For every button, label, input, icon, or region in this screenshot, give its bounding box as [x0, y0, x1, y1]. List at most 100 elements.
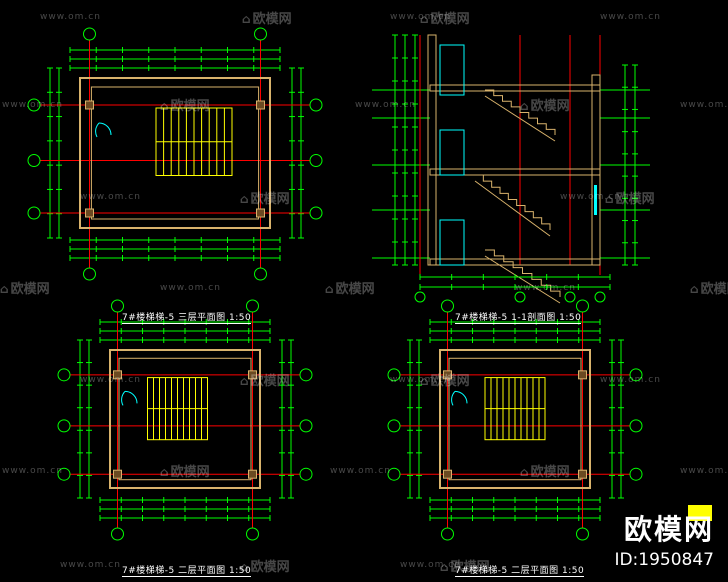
axis-bubble — [414, 291, 426, 303]
axis-bubble — [299, 419, 313, 433]
column — [248, 370, 257, 380]
watermark-logo: ⌂欧模网 — [520, 99, 570, 114]
wall-section — [591, 74, 601, 266]
drawing-title-top-right: 7#楼梯梯-5 1-1剖面图 1:50 — [455, 313, 582, 324]
axis-bubble — [57, 467, 71, 481]
axis-bubble — [57, 419, 71, 433]
watermark-url: www.om.cn — [2, 100, 63, 110]
sofa-icon: ⌂ — [160, 465, 169, 479]
watermark-logo: ⌂欧模网 — [160, 465, 210, 480]
door-swing — [95, 122, 100, 138]
door-swing — [124, 390, 138, 404]
watermark-url: www.om.cn — [600, 12, 661, 22]
floor-slab — [429, 258, 601, 266]
sofa-icon: ⌂ — [242, 12, 251, 26]
axis-bubble — [441, 299, 454, 313]
watermark-url: www.om.cn — [680, 466, 728, 476]
axis-bubble — [83, 267, 96, 281]
column — [85, 208, 94, 218]
sofa-icon: ⌂ — [440, 560, 449, 574]
wall-outline — [109, 349, 261, 489]
column — [256, 100, 265, 110]
sofa-icon: ⌂ — [520, 465, 529, 479]
watermark-logo: ⌂欧模网 — [420, 374, 470, 389]
column — [256, 208, 265, 218]
axis-bubble — [309, 98, 323, 112]
axis-bubble — [514, 291, 526, 303]
drawing-title-top-left: 7#楼梯梯-5 三层平面图 1:50 — [122, 313, 252, 324]
axis-bubble — [629, 467, 643, 481]
watermark-url: www.om.cn — [515, 283, 576, 293]
watermark-logo: ⌂欧模网 — [240, 192, 290, 207]
door-swing — [98, 122, 112, 136]
watermark-url: www.om.cn — [330, 466, 391, 476]
axis-bubble — [387, 419, 401, 433]
axis-bubble — [299, 368, 313, 382]
watermark-logo: ⌂欧模网 — [605, 192, 655, 207]
axis-bubble — [246, 527, 259, 541]
column — [443, 370, 452, 380]
sofa-icon: ⌂ — [690, 282, 699, 296]
wall-outline — [79, 77, 271, 229]
axis-bubble — [576, 299, 589, 313]
sofa-icon: ⌂ — [240, 192, 249, 206]
axis-bubble — [594, 291, 606, 303]
axis-bubble — [254, 267, 267, 281]
sofa-icon: ⌂ — [420, 374, 429, 388]
column — [85, 100, 94, 110]
axis-bubble — [629, 419, 643, 433]
wall-inner — [90, 86, 260, 220]
drawing-title-bottom-right: 7#楼梯梯-5 二层平面图 1:50 — [455, 566, 585, 577]
wall-inner — [118, 357, 252, 481]
watermark-logo: ⌂欧模网 — [242, 12, 292, 27]
wall-inner — [448, 357, 582, 481]
sofa-icon: ⌂ — [240, 374, 249, 388]
watermark-url: www.om.cn — [2, 466, 63, 476]
watermark-logo: ⌂欧模网 — [520, 465, 570, 480]
watermark-url: www.om.cn — [390, 375, 451, 385]
wall-section — [427, 34, 437, 266]
stair-flight — [475, 174, 551, 230]
column — [443, 469, 452, 479]
watermark-logo: ⌂欧模网 — [420, 12, 470, 27]
axis-bubble — [564, 291, 576, 303]
axis-bubble — [57, 368, 71, 382]
door-swing — [454, 390, 468, 404]
axis-bubble — [629, 368, 643, 382]
wall-outline — [439, 349, 591, 489]
door-swing — [451, 391, 456, 406]
stair-stringer — [484, 95, 556, 142]
stair-flight — [485, 89, 556, 135]
watermark-url: www.om.cn — [355, 100, 416, 110]
axis-bubble — [27, 98, 41, 112]
watermark-url: www.om.cn — [600, 375, 661, 385]
watermark-url: www.om.cn — [560, 192, 621, 202]
watermark-url: www.om.cn — [40, 12, 101, 22]
watermark-logo: ⌂欧模网 — [325, 282, 375, 297]
watermark-url: www.om.cn — [80, 192, 141, 202]
axis-bubble — [309, 206, 323, 220]
axis-bubble — [111, 527, 124, 541]
axis-bubble — [441, 527, 454, 541]
glass-panel — [594, 185, 597, 215]
watermark-url: www.om.cn — [390, 12, 451, 22]
watermark-logo: ⌂欧模网 — [240, 560, 290, 575]
sofa-icon: ⌂ — [605, 192, 614, 206]
window — [439, 219, 465, 266]
brand-id: ID:1950847 — [614, 550, 714, 570]
brand-badge: 欧模网 ID:1950847 — [614, 508, 714, 570]
axis-bubble — [387, 467, 401, 481]
door-swing — [121, 391, 126, 406]
axis-bubble — [111, 299, 124, 313]
drawing-title-bottom-left: 7#楼梯梯-5 二层平面图 1:50 — [122, 566, 252, 577]
axis-bubble — [27, 206, 41, 220]
watermark-url: www.om.cn — [400, 560, 461, 570]
sofa-icon: ⌂ — [0, 282, 9, 296]
sofa-icon: ⌂ — [325, 282, 334, 296]
axis-bubble — [576, 527, 589, 541]
axis-bubble — [309, 154, 323, 167]
sofa-icon: ⌂ — [240, 560, 249, 574]
column — [113, 469, 122, 479]
